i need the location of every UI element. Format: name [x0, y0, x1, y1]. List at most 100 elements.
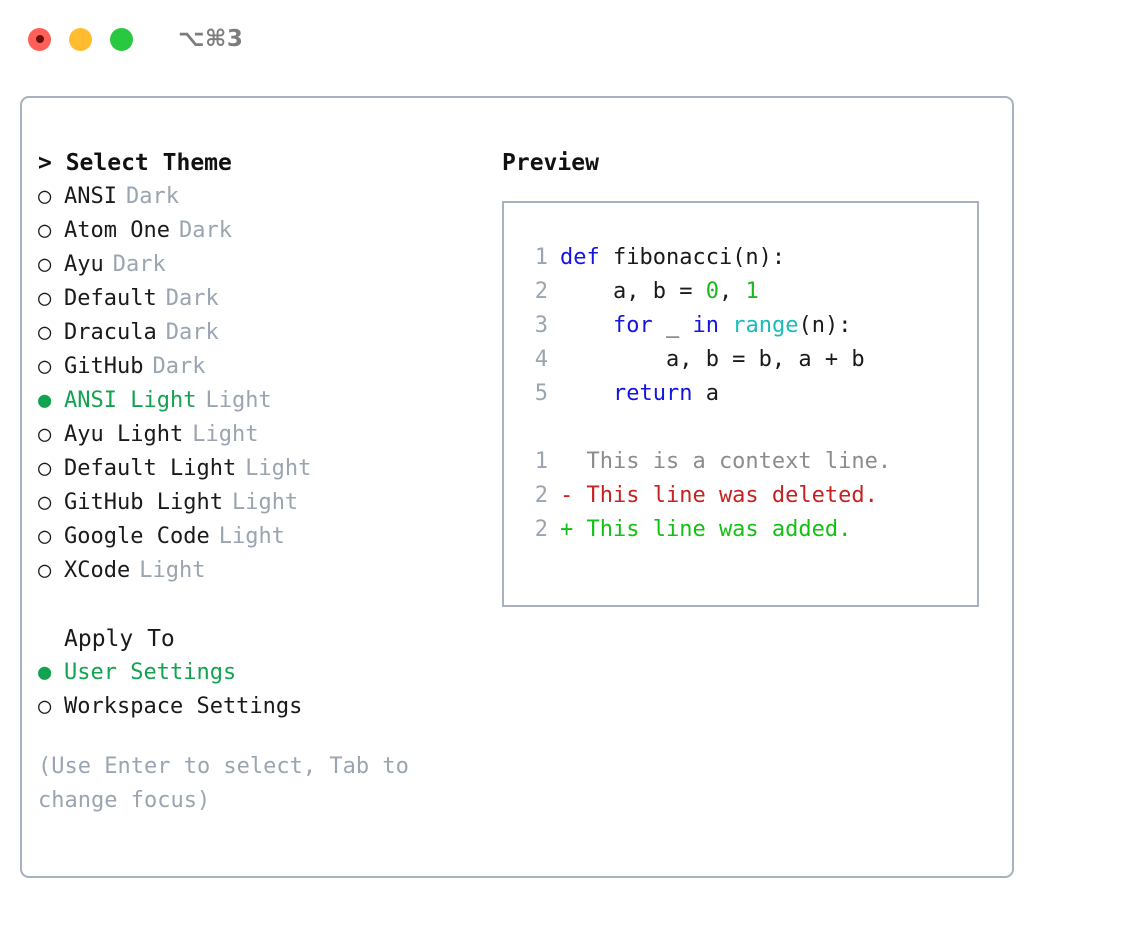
radio-unselected-icon: ○: [38, 286, 52, 311]
theme-option-default[interactable]: ○ Default Dark: [38, 282, 498, 316]
apply-to-option-list: ● User Settings ○ Workspace Settings: [38, 656, 498, 724]
theme-option-label: GitHub: [64, 354, 144, 379]
theme-option-label: Google Code: [64, 524, 210, 549]
theme-option-label: GitHub Light: [64, 490, 223, 515]
theme-option-dracula[interactable]: ○ Dracula Dark: [38, 316, 498, 350]
radio-unselected-icon: ○: [38, 524, 52, 549]
theme-option-tag: Light: [231, 490, 299, 515]
apply-to-option-label: User Settings: [64, 660, 237, 685]
radio-unselected-icon: ○: [38, 320, 52, 345]
theme-option-google-code[interactable]: ○ Google Code Light: [38, 520, 498, 554]
code-token-kw: def: [560, 245, 613, 270]
close-button-icon[interactable]: [28, 27, 51, 51]
code-line-content: return a: [560, 377, 719, 411]
code-line: 3 for _ in range(n):: [518, 309, 977, 343]
keyboard-hint-text: (Use Enter to select, Tab to change focu…: [38, 754, 409, 813]
apply-to-option-label: Workspace Settings: [64, 694, 303, 719]
code-token-plain: fibonacci(n):: [612, 245, 786, 270]
traffic-light-buttons: [28, 27, 133, 51]
code-token-plain: [560, 381, 613, 406]
code-diff-separator: [518, 411, 977, 445]
diff-line-del: 2 - This line was deleted.: [518, 479, 977, 513]
radio-unselected-icon: ○: [38, 354, 52, 379]
code-token-kw: for: [612, 313, 653, 338]
theme-option-tag: Light: [245, 456, 312, 481]
theme-option-label: XCode: [64, 558, 131, 583]
theme-option-tag: Light: [205, 388, 272, 413]
diff-line-number: 2: [534, 517, 548, 542]
code-line-number: 5: [534, 381, 548, 406]
theme-option-tag: Light: [139, 558, 206, 583]
code-line: 4 a, b = b, a + b: [518, 343, 977, 377]
select-theme-header: > Select Theme: [38, 150, 232, 176]
theme-option-tag: Dark: [165, 320, 219, 345]
theme-option-tag: Dark: [112, 252, 166, 277]
code-line-content: a, b = b, a + b: [560, 343, 865, 377]
radio-unselected-icon: ○: [38, 490, 52, 515]
radio-unselected-icon: ○: [38, 252, 52, 277]
code-token-plain: (n):: [798, 313, 852, 338]
code-token-plain: [719, 313, 732, 338]
code-line: 2 a, b = 0, 1: [518, 275, 977, 309]
list-spacer: [38, 588, 498, 622]
code-line: 5 return a: [518, 377, 977, 411]
radio-unselected-icon: ○: [38, 558, 52, 583]
code-token-plain: _: [652, 313, 693, 338]
code-line-number: 4: [534, 347, 548, 372]
code-line-content: for _ in range(n):: [560, 309, 851, 343]
code-token-kw: in: [692, 313, 719, 338]
code-token-plain: a, b =: [560, 279, 706, 304]
theme-option-label: Ayu Light: [64, 422, 184, 447]
diff-line-content: - This line was deleted.: [560, 483, 878, 508]
code-line-content: a, b = 0, 1: [560, 275, 759, 309]
code-token-plain: [560, 313, 613, 338]
diff-line-number: 2: [534, 483, 548, 508]
preview-header: Preview: [502, 150, 599, 176]
apply-to-option-user-settings[interactable]: ● User Settings: [38, 656, 498, 690]
radio-selected-icon: ●: [38, 388, 52, 413]
theme-option-label: ANSI: [64, 184, 117, 209]
diff-sample: 1 This is a context line. 2 - This line wa…: [518, 445, 977, 547]
code-token-num: 1: [745, 279, 759, 304]
code-line-content: def fibonacci(n):: [560, 241, 785, 275]
diff-line-content: This is a context line.: [560, 449, 892, 474]
code-token-plain: ,: [718, 279, 746, 304]
maximize-button-icon[interactable]: [110, 27, 133, 51]
diff-line-add: 2 + This line was added.: [518, 513, 977, 547]
theme-option-github-light[interactable]: ○ GitHub Light Light: [38, 486, 498, 520]
window-title: ⌥⌘3: [178, 26, 244, 52]
minimize-button-icon[interactable]: [69, 27, 92, 51]
theme-option-xcode[interactable]: ○ XCode Light: [38, 554, 498, 588]
theme-option-ayu[interactable]: ○ Ayu Dark: [38, 248, 498, 282]
radio-unselected-icon: ○: [38, 694, 52, 719]
theme-option-label: Dracula: [64, 320, 157, 345]
diff-line-ctx: 1 This is a context line.: [518, 445, 977, 479]
diff-line-content: + This line was added.: [560, 517, 852, 542]
code-line-number: 3: [534, 313, 548, 338]
theme-option-label: Atom One: [64, 218, 170, 243]
theme-option-tag: Light: [218, 524, 285, 549]
radio-selected-icon: ●: [38, 660, 52, 685]
apply-to-option-workspace-settings[interactable]: ○ Workspace Settings: [38, 690, 498, 724]
theme-option-label: Ayu: [64, 252, 104, 277]
theme-option-tag: Dark: [165, 286, 219, 311]
code-token-plain: a, b = b, a + b: [560, 347, 865, 372]
radio-unselected-icon: ○: [38, 422, 52, 447]
theme-option-label: Default: [64, 286, 157, 311]
code-line-number: 2: [534, 279, 548, 304]
code-token-plain: a: [692, 381, 719, 406]
window-titlebar: ⌥⌘3: [0, 0, 1140, 78]
